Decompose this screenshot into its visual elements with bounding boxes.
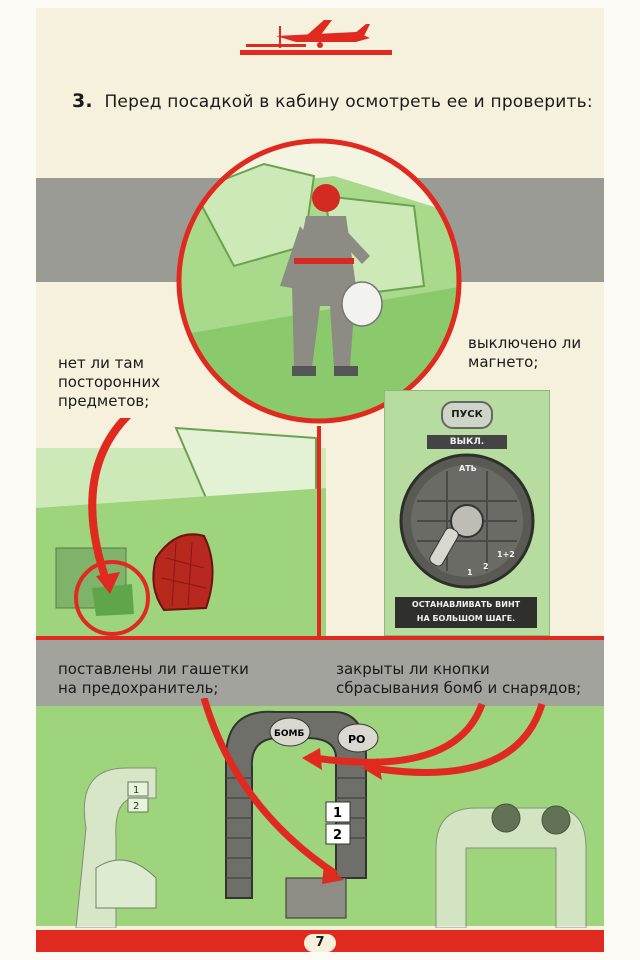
- svg-text:2: 2: [133, 801, 139, 812]
- arrow-to-shell-button: [371, 702, 546, 776]
- trigger-label-1: 1: [333, 806, 342, 821]
- warning-line-2: НА БОЛЬШОМ ШАГЕ.: [416, 614, 516, 623]
- highlight-circle: [74, 560, 150, 636]
- caption-line: нет ли там: [58, 354, 144, 372]
- manual-page: 3. Перед посадкой в кабину осмотреть ее …: [36, 8, 604, 952]
- caption-magneto: выключено ли магнето;: [468, 334, 581, 372]
- magneto-panel: ПУСК ВЫКЛ. АТЬ 1 2 1+2 ОСТАНАВЛИВАТЬ ВИН…: [384, 390, 550, 636]
- caption-triggers: поставлены ли гашетки на предохранитель;: [58, 660, 249, 698]
- step-number: 3.: [72, 90, 93, 112]
- gray-band-bottom: [36, 640, 604, 706]
- caption-line: магнето;: [468, 353, 539, 371]
- step-heading: 3. Перед посадкой в кабину осмотреть ее …: [72, 90, 593, 112]
- airplane-emblem: [240, 20, 392, 55]
- horizontal-divider: [36, 636, 604, 640]
- bomb-button-label: БОМБ: [274, 729, 304, 739]
- cockpit-interior-illustration: [36, 418, 326, 642]
- pilot-inspection-illustration: [176, 138, 462, 424]
- caption-line: выключено ли: [468, 334, 582, 352]
- arrow-to-bomb-button: [313, 702, 486, 766]
- pilot-figure: [280, 184, 383, 376]
- trigger-box-2: [325, 823, 351, 845]
- center-stick: 1 2 БОМБ РО: [225, 710, 379, 919]
- dial-pos-1: 1: [467, 568, 473, 577]
- caption-foreign-objects: нет ли там посторонних предметов;: [58, 354, 160, 411]
- control-stick-illustration: 1 2 1 2 БОМБ РО: [75, 698, 587, 928]
- vertical-divider: [317, 426, 321, 716]
- arrow-to-triggers: [200, 698, 338, 877]
- caption-line: предметов;: [58, 392, 150, 410]
- svg-text:1: 1: [133, 785, 139, 796]
- trigger-box-1: [325, 801, 351, 823]
- magneto-dial[interactable]: АТЬ 1 2 1+2: [397, 451, 537, 591]
- trigger-label-2: 2: [333, 828, 342, 843]
- dial-pos-12: 1+2: [497, 550, 515, 559]
- dial-lever: [429, 527, 459, 567]
- caption-bomb-buttons: закрыты ли кнопки сбрасывания бомб и сна…: [336, 660, 581, 698]
- dial-pos-2: 2: [483, 562, 489, 571]
- left-stick: 1 2: [75, 767, 157, 928]
- right-stick: [435, 803, 587, 928]
- warning-line-1: ОСТАНАВЛИВАТЬ ВИНТ: [411, 600, 521, 609]
- parachute-seat: [152, 533, 214, 612]
- caption-line: на предохранитель;: [58, 679, 219, 697]
- propeller-warning-plate: ОСТАНАВЛИВАТЬ ВИНТ НА БОЛЬШОМ ШАГЕ.: [395, 597, 537, 628]
- page-number: 7: [304, 934, 336, 952]
- shell-button-label: РО: [348, 733, 365, 746]
- caption-line: посторонних: [58, 373, 161, 391]
- caption-line: поставлены ли гашетки: [58, 660, 249, 678]
- dial-top-label: АТЬ: [459, 464, 477, 473]
- step-text: Перед посадкой в кабину осмотреть ее и п…: [104, 92, 593, 112]
- bomb-button-cap: [269, 717, 311, 747]
- caption-line: сбрасывания бомб и снарядов;: [336, 679, 582, 697]
- shell-button-cap: [337, 723, 379, 753]
- caption-line: закрыты ли кнопки: [336, 660, 490, 678]
- off-label: ВЫКЛ.: [427, 435, 507, 449]
- start-button[interactable]: ПУСК: [441, 401, 493, 429]
